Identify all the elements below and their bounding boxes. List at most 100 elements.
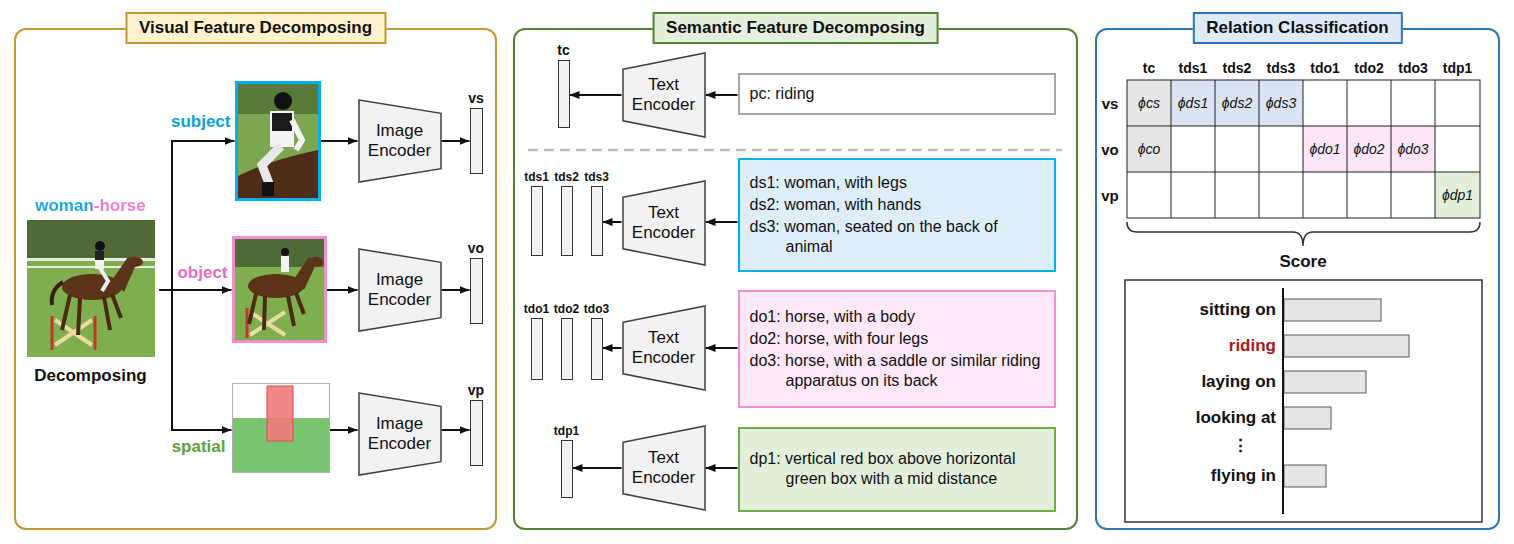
class-label: looking at	[1196, 408, 1276, 428]
feature-vector: vs	[470, 108, 483, 174]
table-border	[1127, 80, 1480, 218]
encoder-label: Text Encoder	[628, 203, 700, 243]
vector-label: vs	[468, 90, 484, 106]
image-crop: spatial	[232, 383, 330, 473]
image-crop: object	[232, 236, 327, 343]
table-header: tdo2	[1354, 60, 1384, 76]
description-box: pc: riding	[738, 73, 1056, 115]
rider-vest	[272, 113, 292, 131]
table-header: tds1	[1179, 60, 1208, 76]
rider-leg	[262, 146, 281, 186]
cell-fill	[1127, 126, 1171, 172]
panel-frame: Visual Feature Decomposingwoman-horseDec…	[14, 28, 497, 530]
trapezoid	[623, 306, 705, 390]
arrow-connector	[706, 94, 738, 96]
description-text: ds2: woman, with hands	[750, 195, 1044, 215]
arrow-connector	[573, 467, 622, 469]
arrow-connector	[442, 289, 470, 291]
feature-vector: tdp1	[561, 440, 573, 498]
rider-boot	[262, 182, 274, 196]
horse-back	[238, 150, 318, 198]
crop-background	[233, 384, 329, 472]
image-encoder: Image Encoder	[358, 99, 442, 183]
encoder-label: Text Encoder	[628, 75, 700, 115]
score-cell: ϕcs	[1138, 95, 1160, 111]
text-encoder: Text Encoder	[622, 425, 706, 511]
score-cell: ϕds2	[1222, 95, 1252, 111]
feature-vector: tds2	[561, 186, 573, 256]
arrow-connector	[603, 221, 622, 223]
score-bar	[1284, 371, 1366, 393]
arrow-connector	[160, 141, 235, 290]
jump-pole	[250, 312, 285, 335]
vector-label: tdo2	[554, 302, 579, 316]
description-box: dp1: vertical red box above horizontal g…	[738, 427, 1056, 512]
feature-vector: tdo1	[531, 318, 543, 380]
description-text: do3: horse, with a saddle or similar rid…	[750, 351, 1044, 391]
description-text: dp1: vertical red box above horizontal g…	[750, 449, 1044, 489]
rider-torso	[270, 111, 294, 147]
arrow-connector	[570, 94, 622, 96]
trapezoid	[359, 100, 441, 182]
vector-label: tdo3	[584, 302, 609, 316]
arrow-connector	[330, 429, 358, 431]
rider-torso	[95, 251, 104, 269]
arrow-connector	[706, 221, 738, 223]
photo-illustration	[27, 220, 155, 357]
image-crop: subject	[235, 81, 321, 201]
horse-tail	[52, 282, 63, 305]
table-grid	[1127, 80, 1480, 218]
image-encoder: Image Encoder	[358, 248, 442, 332]
arrow-connector	[706, 347, 738, 349]
table-header: tds3	[1267, 60, 1296, 76]
score-cell: ϕco	[1138, 141, 1161, 157]
cell-fill	[1127, 80, 1171, 126]
score-chart	[1125, 280, 1482, 522]
vector-label: vo	[468, 240, 484, 256]
grass	[27, 220, 155, 357]
arrow-connector	[327, 289, 358, 291]
description-box: do1: horse, with a bodydo2: horse, with …	[738, 290, 1056, 408]
horse-legs	[249, 293, 304, 330]
table-header: tdo1	[1310, 60, 1340, 76]
brace	[1127, 222, 1480, 246]
score-cell: ϕdo1	[1309, 141, 1340, 157]
row-label: vo	[1101, 141, 1119, 158]
horse-legs	[62, 294, 121, 335]
jump-stand	[51, 316, 54, 350]
trees	[238, 84, 318, 114]
chart-axis	[1282, 288, 1284, 514]
vector-label: tdp1	[554, 424, 579, 438]
feature-vector: vp	[470, 400, 483, 466]
description-box: ds1: woman, with legsds2: woman, with ha…	[738, 158, 1056, 272]
table-header: tdo3	[1398, 60, 1428, 76]
chart-frame	[1125, 280, 1482, 522]
table-header: tdp1	[1443, 60, 1473, 76]
panel-title: Semantic Feature Decomposing	[652, 12, 939, 44]
trapezoid	[359, 393, 441, 475]
class-label: sitting on	[1200, 300, 1276, 320]
crop-background	[235, 239, 324, 340]
jump-pole	[250, 312, 285, 335]
rider-helmet	[274, 92, 292, 110]
encoder-label: Image Encoder	[364, 414, 436, 454]
panel-title: Relation Classification	[1192, 12, 1402, 44]
arrow-connector	[321, 140, 358, 142]
text-encoder: Text Encoder	[622, 180, 706, 266]
panel-frame: Semantic Feature DecomposingtcText Encod…	[513, 28, 1078, 530]
subject-box	[267, 386, 293, 441]
vector-label: tds2	[554, 170, 579, 184]
branch-label: subject	[171, 112, 231, 132]
score-table	[1127, 80, 1480, 246]
row-label: vs	[1102, 95, 1119, 112]
table-header: tc	[1143, 60, 1155, 76]
image-caption: woman-horse	[35, 196, 146, 216]
score-cell: ϕdo3	[1397, 141, 1428, 157]
trees	[27, 220, 155, 260]
trapezoid	[359, 249, 441, 331]
table-header: tds2	[1223, 60, 1252, 76]
trees	[235, 239, 324, 267]
chart-title: Score	[1279, 252, 1326, 272]
rider-torso	[281, 256, 289, 272]
